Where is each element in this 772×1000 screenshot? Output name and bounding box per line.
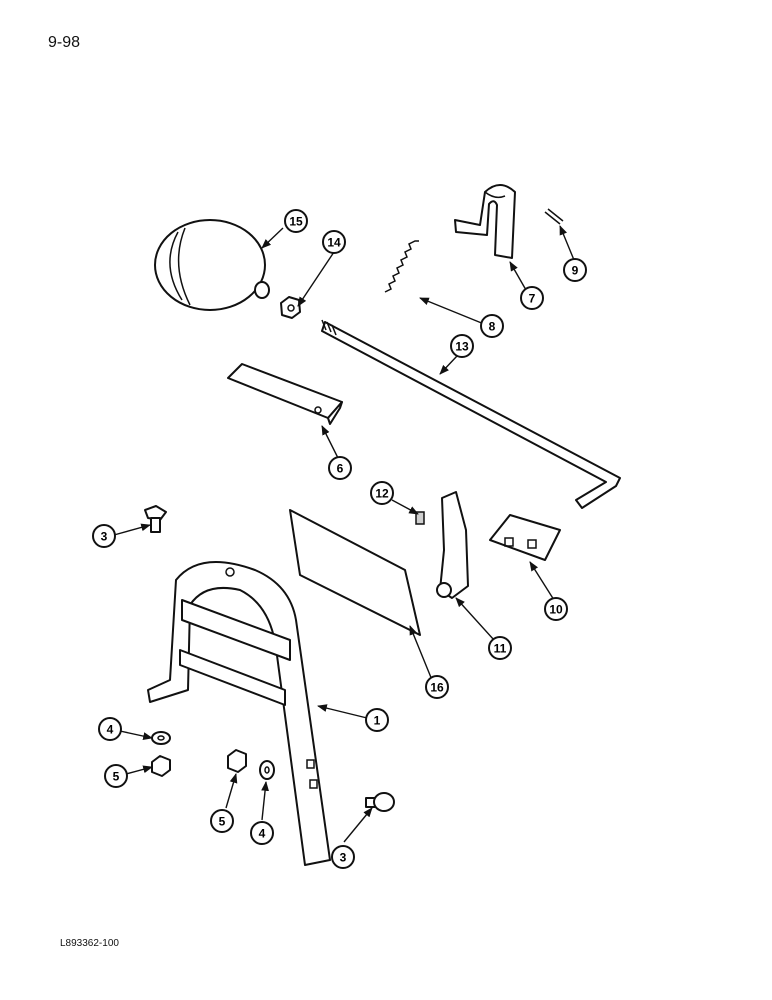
callout-label: 13: [455, 340, 469, 354]
callout-13: 13: [450, 334, 474, 358]
callout-circle: [520, 286, 544, 310]
callout-4: 4: [98, 717, 122, 741]
callout-label: 1: [374, 714, 381, 728]
part-washer-left: [151, 731, 171, 745]
callout-15: 15: [284, 209, 308, 233]
callout-circle: [250, 821, 274, 845]
part-control-rod: [321, 319, 621, 509]
drawing-code: L893362-100: [60, 938, 119, 949]
part-support-frame: [147, 561, 331, 866]
part-set-screw: [415, 511, 425, 525]
callout-14: 14: [322, 230, 346, 254]
part-washer-lower: [259, 760, 275, 780]
callout-circle: [544, 597, 568, 621]
leader-lines: [113, 225, 575, 843]
callout-circle: [322, 230, 346, 254]
callout-circle: [331, 845, 355, 869]
callout-label: 16: [430, 681, 444, 695]
callout-10: 10: [544, 597, 568, 621]
part-nut-upper: [280, 296, 301, 319]
callout-circle: [328, 456, 352, 480]
part-lever-arm: [436, 491, 469, 599]
callout-circle: [450, 334, 474, 358]
callout-6: 6: [328, 456, 352, 480]
callout-label: 4: [259, 827, 266, 841]
callout-circle: [370, 481, 394, 505]
callout-3: 3: [92, 524, 116, 548]
callout-label: 12: [375, 487, 389, 501]
callout-label: 14: [327, 236, 341, 250]
callout-12: 12: [370, 481, 394, 505]
callout-5: 5: [210, 809, 234, 833]
callout-1: 1: [365, 708, 389, 732]
part-bolt-lower: [365, 792, 395, 812]
callout-label: 10: [549, 603, 563, 617]
callout-label: 8: [489, 320, 496, 334]
callout-label: 7: [529, 292, 536, 306]
callout-label: 5: [113, 770, 120, 784]
callout-label: 6: [337, 462, 344, 476]
part-cotter-pin: [544, 208, 564, 225]
part-bolt-upper: [144, 505, 167, 533]
callout-5: 5: [104, 764, 128, 788]
callout-label: 11: [494, 642, 507, 656]
callout-circle: [563, 258, 587, 282]
part-nut-left: [151, 755, 171, 777]
callout-circle: [480, 314, 504, 338]
callout-label: 4: [107, 723, 114, 737]
callout-circle: [425, 675, 449, 699]
callout-7: 7: [520, 286, 544, 310]
callout-circle: [210, 809, 234, 833]
callout-label: 5: [219, 815, 226, 829]
callout-16: 16: [425, 675, 449, 699]
callout-circle: [98, 717, 122, 741]
callout-8: 8: [480, 314, 504, 338]
callout-circle: [284, 209, 308, 233]
callout-circle: [104, 764, 128, 788]
part-gasket-sheet: [289, 509, 421, 636]
part-bracket-clamp: [454, 184, 516, 259]
callout-9: 9: [563, 258, 587, 282]
callout-circle: [488, 636, 512, 660]
callout-4: 4: [250, 821, 274, 845]
callout-11: 11: [488, 636, 512, 660]
page-number: 9-98: [48, 34, 81, 51]
part-hinge-block: [489, 514, 561, 561]
part-plate: [227, 363, 343, 425]
callout-label: 3: [101, 530, 108, 544]
callout-label: 3: [340, 851, 347, 865]
callout-label: 15: [289, 215, 303, 229]
callout-circle: [365, 708, 389, 732]
callout-3: 3: [331, 845, 355, 869]
callout-circle: [92, 524, 116, 548]
part-reservoir-sphere: [154, 219, 270, 311]
part-spring: [384, 240, 419, 293]
part-nut-lower: [227, 749, 247, 773]
callout-label: 9: [572, 264, 579, 278]
